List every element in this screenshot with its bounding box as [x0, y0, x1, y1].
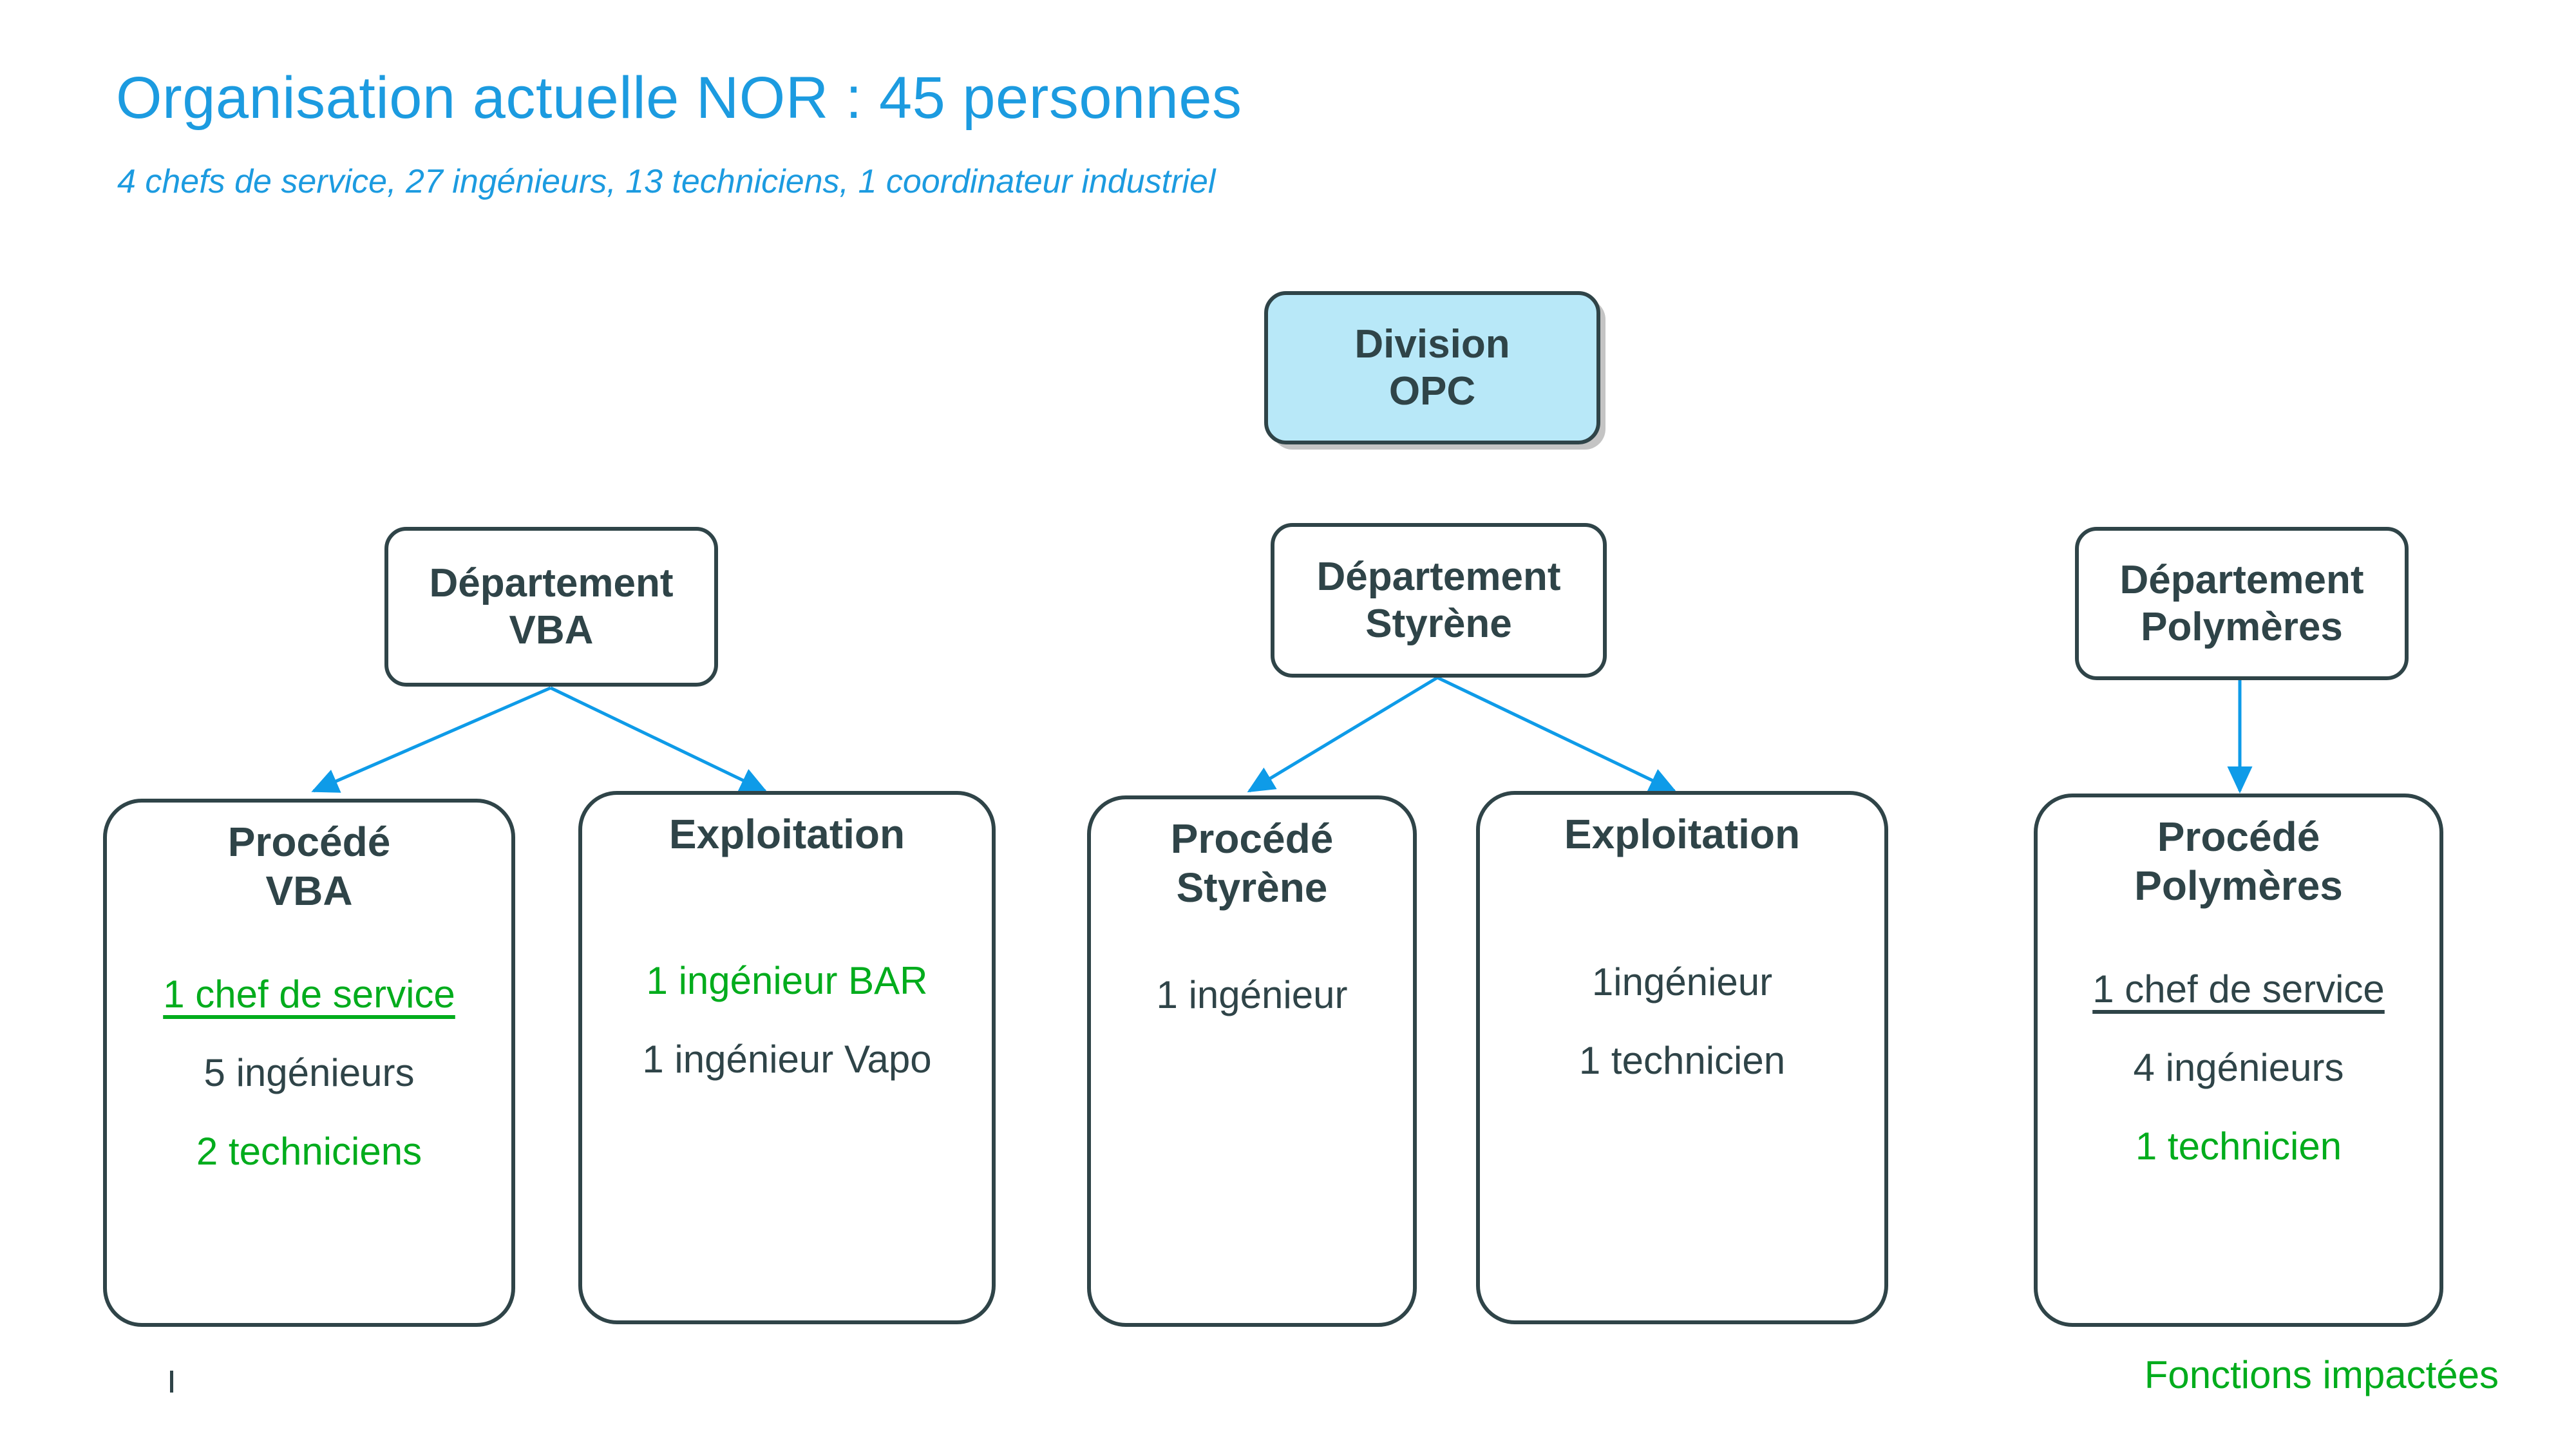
staff-line: 1ingénieur	[1591, 960, 1773, 1004]
node-division-opc-title: Division OPC	[1354, 321, 1510, 414]
connector-styrene-exploitation	[1436, 676, 1677, 793]
legend-impacted-functions: Fonctions impactées	[2144, 1353, 2499, 1396]
connector-vba-exploitation	[549, 686, 768, 793]
staff-line: 1 technicien	[1578, 1038, 1786, 1082]
node-procede-styrene-lines: 1 ingénieur	[1091, 942, 1413, 1016]
node-procede-styrene-title: Procédé Styrène	[1170, 815, 1334, 911]
node-departement-styrene-title: Département Styrène	[1316, 554, 1561, 646]
staff-line: 1 ingénieur	[1156, 973, 1348, 1017]
node-procede-polymeres[interactable]: Procédé Polymères 1 chef de service 4 in…	[2034, 794, 2443, 1327]
node-exploitation-styrene-lines: 1ingénieur 1 technicien	[1480, 889, 1884, 1082]
node-procede-polymeres-title: Procédé Polymères	[2134, 813, 2343, 909]
page-title: Organisation actuelle NOR : 45 personnes	[116, 65, 1242, 131]
node-departement-vba-title: Département VBA	[429, 560, 674, 652]
node-exploitation-vba-lines: 1 ingénieur BAR 1 ingénieur Vapo	[582, 889, 992, 1081]
connector-vba-procede	[311, 686, 551, 793]
node-procede-vba[interactable]: Procédé VBA 1 chef de service 5 ingénieu…	[103, 799, 515, 1327]
node-procede-vba-title: Procédé VBA	[227, 819, 391, 914]
node-exploitation-styrene-title: Exploitation	[1564, 811, 1801, 857]
staff-line: 1 technicien	[2135, 1125, 2342, 1168]
staff-line: 1 chef de service	[163, 973, 455, 1016]
node-exploitation-vba[interactable]: Exploitation 1 ingénieur BAR 1 ingénieur…	[578, 791, 996, 1324]
node-exploitation-vba-title: Exploitation	[668, 811, 905, 857]
connector-styrene-procede	[1247, 676, 1439, 793]
staff-line: 2 techniciens	[196, 1130, 422, 1174]
node-departement-styrene[interactable]: Département Styrène	[1271, 523, 1607, 678]
corner-tick-mark	[170, 1371, 173, 1393]
node-procede-vba-lines: 1 chef de service 5 ingénieurs 2 technic…	[107, 945, 511, 1173]
staff-line: 1 ingénieur Vapo	[642, 1037, 932, 1081]
staff-line: 1 chef de service	[2092, 967, 2385, 1011]
node-procede-styrene[interactable]: Procédé Styrène 1 ingénieur	[1087, 795, 1417, 1327]
staff-line: 1 ingénieur BAR	[646, 958, 928, 1002]
node-departement-vba[interactable]: Département VBA	[384, 527, 718, 687]
node-departement-polymeres[interactable]: Département Polymères	[2075, 527, 2409, 680]
page-subtitle: 4 chefs de service, 27 ingénieurs, 13 te…	[117, 163, 1216, 200]
node-exploitation-styrene[interactable]: Exploitation 1ingénieur 1 technicien	[1476, 791, 1888, 1324]
node-division-opc[interactable]: Division OPC	[1264, 291, 1600, 444]
staff-line: 5 ingénieurs	[204, 1051, 415, 1095]
node-procede-polymeres-lines: 1 chef de service 4 ingénieurs 1 technic…	[2038, 940, 2439, 1168]
node-departement-polymeres-title: Département Polymères	[2119, 557, 2364, 649]
staff-line: 4 ingénieurs	[2133, 1046, 2344, 1090]
